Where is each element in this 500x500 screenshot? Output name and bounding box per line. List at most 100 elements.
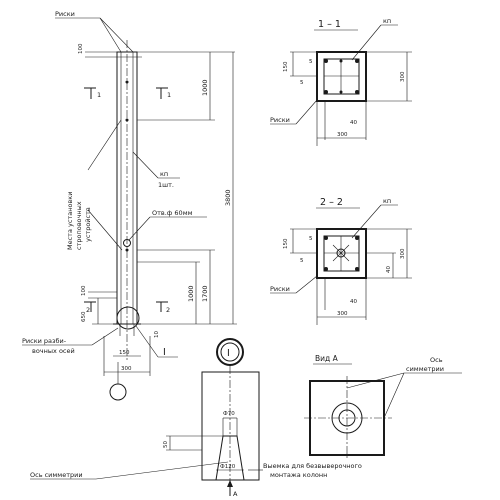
view-A: Вид А Ось симметрии	[304, 354, 462, 460]
places-label-line3: устройств	[84, 207, 92, 242]
mark-dot	[125, 118, 129, 122]
riski-leader	[295, 99, 318, 125]
detail-I-marker: I	[227, 348, 230, 359]
dim-1700: 1700	[201, 285, 209, 302]
rebar	[355, 267, 359, 271]
hole-label: Отв.ф 60мм	[152, 209, 193, 217]
dim-150: 150	[119, 350, 130, 356]
dim-1000-top: 1000	[201, 79, 209, 96]
view-A-title: Вид А	[315, 354, 339, 363]
detail-I-marker-circle	[216, 338, 244, 366]
arrow-A-label: А	[233, 490, 238, 498]
section-1-1: 1 – 1 кп Риски 150 5 5 300 40 300	[270, 17, 412, 146]
detail-I-recess-label-2: монтажа колонн	[270, 471, 327, 479]
section-1-1-cage	[323, 58, 360, 95]
detail-I-block	[201, 371, 260, 481]
section-2-2-outline	[316, 228, 367, 279]
riski-axes-label-2: вочных осей	[32, 347, 75, 355]
hole-leader	[128, 216, 151, 241]
detail-I-recess	[215, 435, 245, 481]
dim-1000-bot: 1000	[187, 285, 195, 302]
places-label-line1: Места установки	[66, 192, 74, 250]
places-label-line2: строповочных	[75, 201, 83, 250]
section-2-2-riski: Риски	[270, 285, 290, 293]
section-2-2-dim-300-v: 300	[400, 248, 406, 259]
detail-I-dim-70: Ф70	[223, 411, 235, 417]
section-1-right-label: 1	[167, 91, 171, 99]
dim-300: 300	[121, 366, 132, 372]
rebar	[324, 267, 328, 271]
detail-I-marker-inner	[220, 342, 240, 362]
section-2-2-hole	[336, 248, 346, 258]
section-1-1-dim-40: 40	[350, 120, 357, 126]
rebar	[355, 236, 359, 240]
kp-count: 1шт.	[158, 181, 174, 189]
section-1-1-kp: кп	[383, 17, 391, 25]
places-leader	[87, 119, 122, 171]
node-I-label: I	[163, 347, 166, 358]
section-2-2: 2 – 2 кп Риски 150 5 5 40 300	[270, 197, 412, 325]
mark-dot	[125, 80, 129, 84]
kp-leader	[132, 151, 159, 179]
rebar	[355, 59, 359, 63]
axis-marker-circle	[109, 383, 127, 401]
section-1-1-riski: Риски	[270, 116, 290, 124]
section-2-left-label: 2	[86, 306, 90, 314]
section-2-2-dim-5a: 5	[309, 236, 313, 242]
section-2-2-dim-40v: 40	[386, 266, 392, 273]
detail-I-dim-120: Ф120	[220, 464, 236, 470]
dim-100-top: 100	[78, 43, 84, 54]
dim-10: 10	[154, 331, 160, 338]
rebar	[324, 59, 328, 63]
kp-leader	[351, 204, 382, 239]
riski-leader	[295, 275, 318, 294]
section-2-right-label: 2	[166, 306, 170, 314]
dim-650: 650	[81, 311, 87, 322]
riski-axes-leader	[91, 327, 119, 346]
view-A-axis-leader	[383, 372, 405, 419]
section-1-1-dim-5a: 5	[309, 59, 313, 65]
section-2-2-dim-5b: 5	[300, 258, 304, 264]
dim-100-bot: 100	[81, 285, 87, 296]
section-1-1-title: 1 – 1	[318, 19, 341, 30]
rebar	[324, 90, 328, 94]
view-A-axis-label-2: симметрии	[406, 365, 444, 373]
column-elevation: 1 1 2 2 Риски кп 1шт. Отв.ф 60мм Места у…	[22, 10, 237, 401]
riski-top-label: Риски	[55, 10, 75, 18]
rebar	[324, 236, 328, 240]
riski-leader	[99, 17, 134, 53]
view-A-axis-leader	[346, 372, 405, 389]
node-I-leader	[135, 325, 159, 358]
hole-circle	[123, 239, 131, 247]
section-2-2-dim-150: 150	[283, 238, 289, 249]
section-1-1-dim-150: 150	[283, 61, 289, 72]
section-1-1-dim-300-h: 300	[337, 132, 348, 138]
section-1-1-outline	[316, 51, 367, 102]
detail-I-dim-50: 50	[163, 441, 169, 448]
section-2-2-stirrup	[332, 244, 350, 262]
axis-label-leader	[95, 461, 229, 480]
places-label: Места установки строповочных устройств	[66, 192, 92, 250]
section-2-2-dim-300-h: 300	[337, 311, 348, 317]
section-1-1-dim-300-v: 300	[400, 71, 406, 82]
node-I-circle	[116, 306, 140, 330]
places-leader	[87, 209, 123, 251]
section-2-2-kp: кп	[383, 197, 391, 205]
riski-leader	[99, 17, 122, 53]
mark-dot	[125, 248, 129, 252]
kp-label: кп	[160, 170, 168, 178]
section-1-left-label: 1	[97, 91, 101, 99]
section-2-2-title: 2 – 2	[320, 197, 343, 208]
rebar	[355, 90, 359, 94]
section-2-2-dim-40: 40	[350, 299, 357, 305]
detail-I-recess-label: Выемка для безвыверочного	[263, 462, 362, 470]
section-1-1-dim-5b: 5	[300, 80, 304, 86]
arrow-A-head	[227, 480, 233, 487]
kp-leader	[351, 24, 382, 61]
riski-axes-label: Риски разби-	[22, 337, 67, 345]
detail-I: I Ф70 50 Ф120 Ось симметрии Выемка для б…	[30, 338, 362, 498]
detail-I-axis-label: Ось симметрии	[30, 471, 83, 479]
dim-3800: 3800	[224, 189, 232, 206]
section-2-2-cage	[323, 235, 360, 272]
